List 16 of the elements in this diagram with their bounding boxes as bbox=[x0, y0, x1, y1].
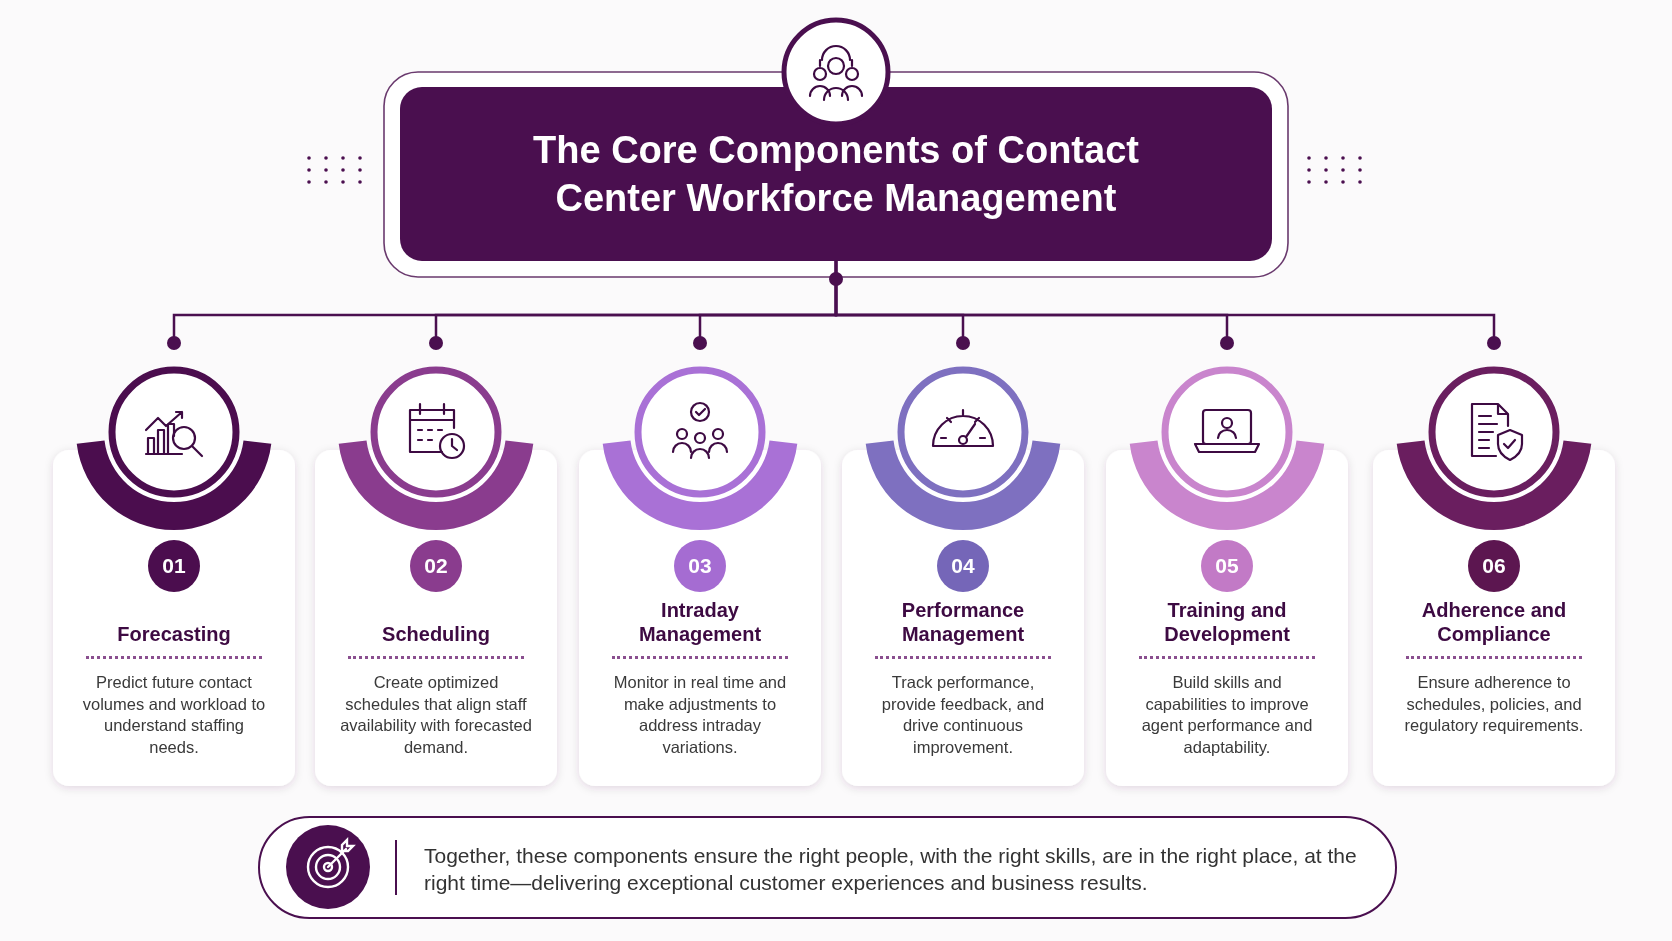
card-heading: Forecasting bbox=[116, 622, 232, 646]
card-description: Build skills and capabilities to improve agent performance and adaptability. bbox=[1140, 672, 1314, 758]
card-heading: Training and Development bbox=[1163, 598, 1291, 646]
title-banner bbox=[400, 87, 1272, 261]
banner-heading: The Core Components of Contact Center Workforce Management bbox=[532, 128, 1140, 221]
card-description: Track performance, provide feedback, and drive continuous improvement. bbox=[880, 672, 1046, 758]
card-heading: Performance Management bbox=[900, 598, 1026, 646]
card-heading: Scheduling bbox=[381, 622, 491, 646]
card-description: Predict future contact volumes and workload to understand staffing needs. bbox=[81, 672, 267, 758]
card-heading: Intraday Management bbox=[637, 598, 763, 646]
card-description: Ensure adherence to schedules, policies, and regulatory requirements. bbox=[1403, 672, 1585, 736]
card-description: Monitor in real time and make adjustments to address intraday variations. bbox=[612, 672, 788, 758]
card-heading: Adherence and Compliance bbox=[1420, 598, 1568, 646]
connector-line bbox=[834, 261, 1501, 350]
summary-text: Together, these components ensure the right people, with the right skills, are in the right place, at the right time—delivering exceptional customer experiences and business results. bbox=[424, 843, 1358, 896]
card-description: Create optimized schedules that align staff availability with forecasted demand. bbox=[339, 672, 533, 758]
